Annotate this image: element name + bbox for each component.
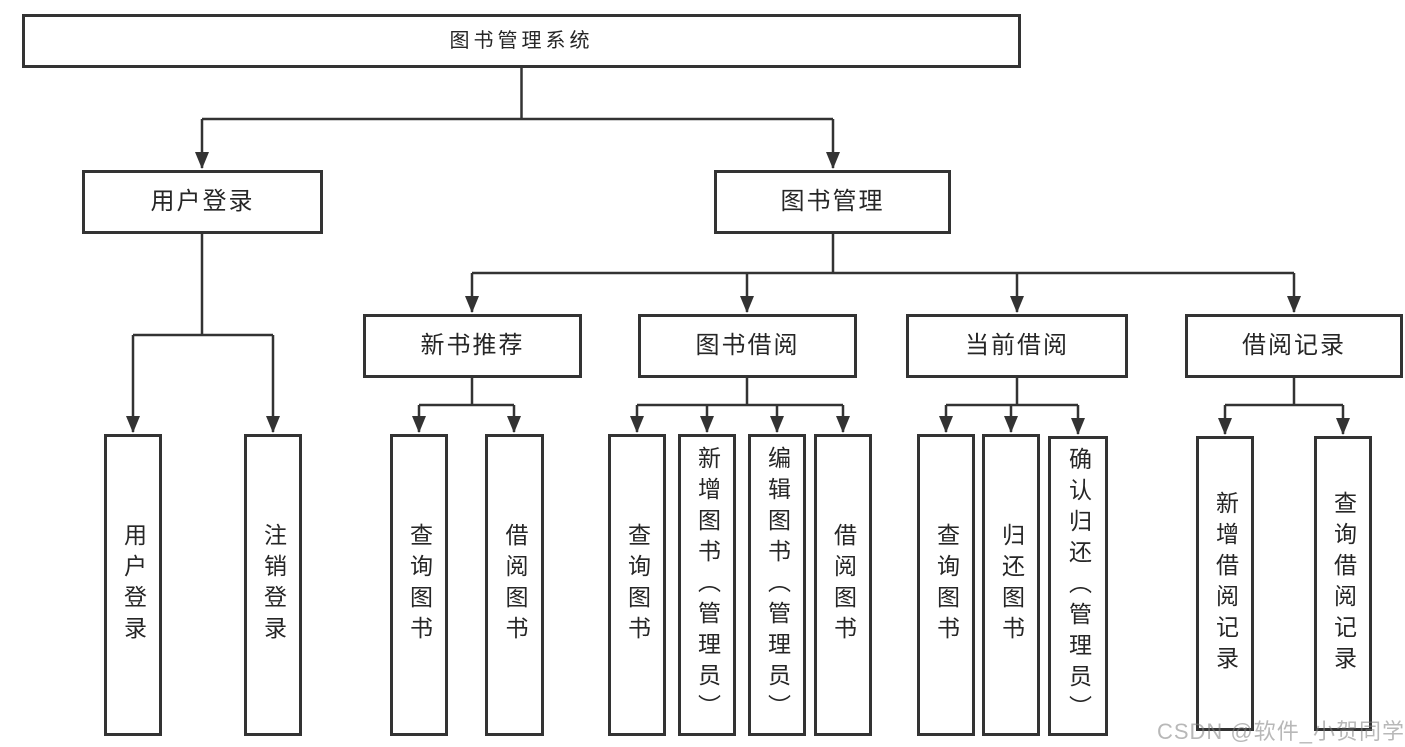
- node-leaf-add-book-admin: 新增图书（管理员）: [678, 434, 736, 736]
- node-book-borrowing: 图书借阅: [638, 314, 857, 378]
- node-current-borrowing: 当前借阅: [906, 314, 1128, 378]
- node-new-book-recommend: 新书推荐: [363, 314, 582, 378]
- node-leaf-user-login: 用户登录: [104, 434, 162, 736]
- node-leaf-add-borrow-record: 新增借阅记录: [1196, 436, 1254, 731]
- node-leaf-edit-book-admin: 编辑图书（管理员）: [748, 434, 806, 736]
- node-leaf-query-books-recommend: 查询图书: [390, 434, 448, 736]
- node-leaf-return-book: 归还图书: [982, 434, 1040, 736]
- node-leaf-query-books-borrowing: 查询图书: [608, 434, 666, 736]
- node-leaf-confirm-return-admin: 确认归还（管理员）: [1048, 436, 1108, 736]
- node-user-login: 用户登录: [82, 170, 323, 234]
- node-leaf-borrow-books-recommend: 借阅图书: [485, 434, 544, 736]
- node-leaf-query-borrow-record: 查询借阅记录: [1314, 436, 1372, 731]
- node-borrowing-records: 借阅记录: [1185, 314, 1403, 378]
- node-leaf-borrow-books-borrowing: 借阅图书: [814, 434, 872, 736]
- connector-arrows: [126, 119, 1350, 435]
- watermark-text: CSDN @软件_小贺同学: [1156, 719, 1405, 744]
- node-library-management-system: 图书管理系统: [22, 14, 1021, 68]
- node-leaf-query-books-current: 查询图书: [917, 434, 975, 736]
- node-leaf-logout: 注销登录: [244, 434, 302, 736]
- connector-rails: [133, 68, 1343, 407]
- node-book-management: 图书管理: [714, 170, 951, 234]
